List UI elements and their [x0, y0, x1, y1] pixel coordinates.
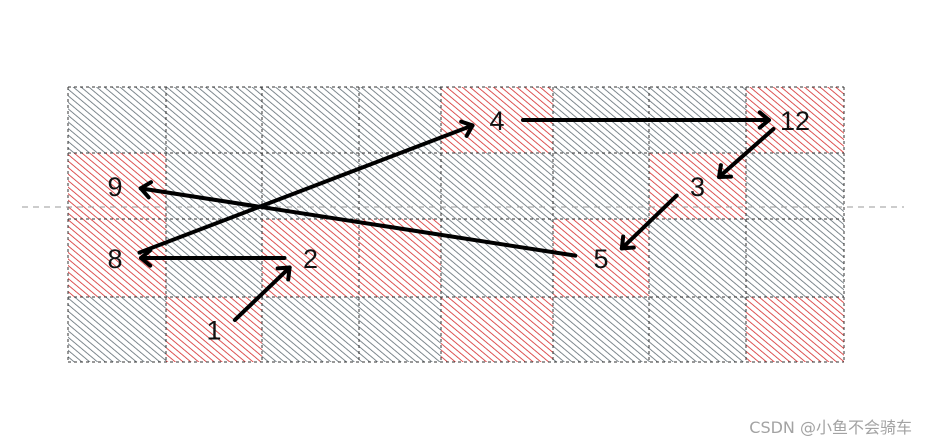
cell-label-4: 4 — [489, 106, 504, 136]
grid-cell — [441, 219, 553, 297]
grid-cell — [649, 297, 746, 362]
cell-label-3: 3 — [690, 172, 705, 202]
gridlines-layer — [67, 86, 845, 363]
arrow-2-to-8 — [139, 248, 287, 268]
cells-layer — [68, 87, 844, 362]
grid-cell — [553, 153, 649, 219]
grid-cell — [262, 87, 359, 153]
grid-cell — [649, 219, 746, 297]
cell-label-8: 8 — [107, 244, 122, 274]
grid-cell-highlighted — [553, 219, 649, 297]
cell-label-2: 2 — [303, 244, 318, 274]
watermark-text: CSDN @小鱼不会骑车 — [749, 418, 912, 437]
cell-label-1: 1 — [206, 316, 221, 346]
grid-cell — [746, 219, 844, 297]
grid-cell-highlighted — [441, 297, 553, 362]
cell-label-12: 12 — [780, 106, 810, 136]
grid-cell-highlighted — [359, 219, 441, 297]
grid-cell — [441, 153, 553, 219]
cell-label-5: 5 — [593, 244, 608, 274]
grid-cell — [68, 297, 166, 362]
grid-cell-highlighted — [68, 153, 166, 219]
cell-label-9: 9 — [107, 172, 122, 202]
arrow-4-to-12 — [521, 110, 771, 130]
grid-cell-highlighted — [746, 297, 844, 362]
grid-cell — [359, 297, 441, 362]
arrow-8-to-4 — [137, 119, 475, 255]
arrow-12-to-3 — [717, 126, 776, 180]
arrow-3-to-5 — [619, 193, 679, 251]
grid-cell — [553, 297, 649, 362]
grid-cell — [166, 153, 262, 219]
grid-cell — [68, 87, 166, 153]
arrows-layer — [137, 110, 776, 322]
grid-cell — [262, 297, 359, 362]
grid-cell — [746, 153, 844, 219]
arrow-1-to-2 — [232, 265, 292, 322]
arrow-5-to-9 — [138, 180, 578, 258]
grid-cell — [166, 87, 262, 153]
